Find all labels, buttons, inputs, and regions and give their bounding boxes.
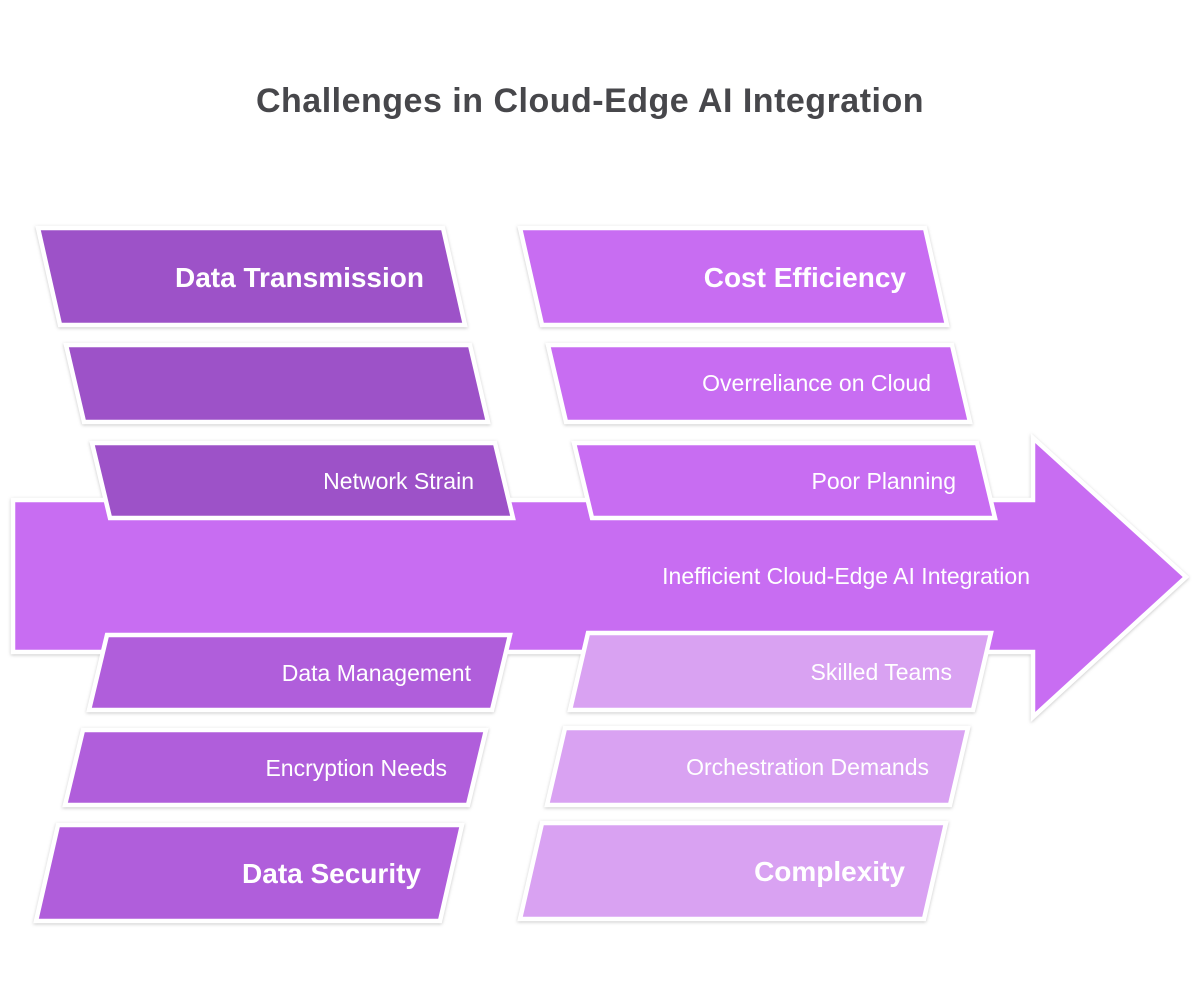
bottom-left-header-label: Data Security <box>242 858 421 889</box>
encryption-needs-label: Encryption Needs <box>265 755 447 781</box>
top-left-row-network-strain-shape <box>89 440 516 521</box>
top-left-header-label: Data Transmission <box>175 262 424 293</box>
bottom-left-row-data-management-shape <box>86 632 513 713</box>
poor-planning-label: Poor Planning <box>812 468 957 494</box>
data-management-label: Data Management <box>282 660 472 686</box>
orchestration-demands-label: Orchestration Demands <box>686 754 929 780</box>
top-right-header-label: Cost Efficiency <box>704 262 907 293</box>
top-right-row-overreliance-shape <box>545 342 973 425</box>
top-left-header-shape <box>35 225 468 328</box>
top-left-row-empty-shape <box>63 342 491 425</box>
network-strain-label: Network Strain <box>323 468 474 494</box>
bottom-right-header-label: Complexity <box>754 856 905 887</box>
top-right-header-shape <box>517 225 950 328</box>
page-title: Challenges in Cloud-Edge AI Integration <box>256 82 924 120</box>
bottom-left-header-shape <box>33 822 465 924</box>
overreliance-on-cloud-label: Overreliance on Cloud <box>702 370 931 396</box>
bottom-left-row-encryption-shape <box>62 727 489 808</box>
bottom-right-row-orchestration-shape <box>544 725 971 808</box>
bottom-right-header-shape <box>517 820 949 922</box>
shape-layer <box>10 225 1190 924</box>
bottom-right-row-skilled-teams-shape <box>567 630 994 713</box>
top-right-row-poor-planning-shape <box>571 440 998 521</box>
skilled-teams-label: Skilled Teams <box>811 659 952 685</box>
spine-arrow-label: Inefficient Cloud-Edge AI Integration <box>662 563 1030 589</box>
